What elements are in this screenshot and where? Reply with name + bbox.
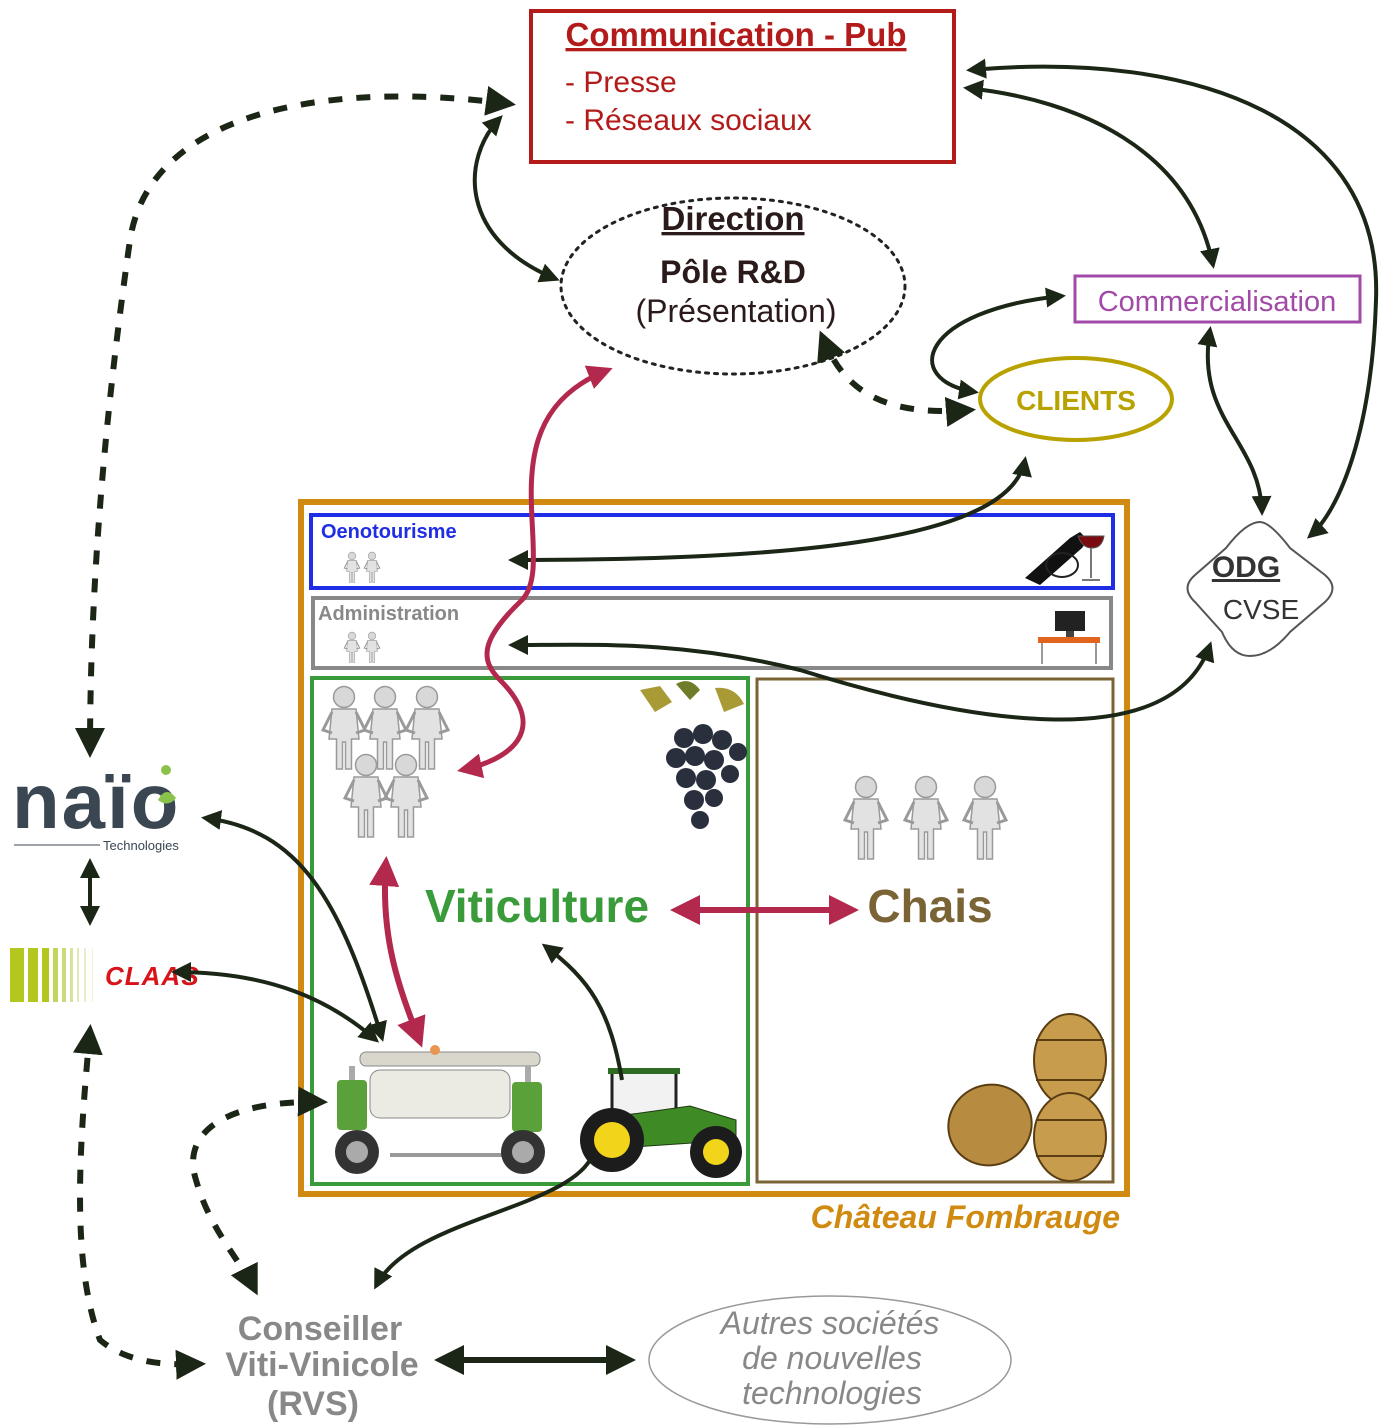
administration-box[interactable]: Administration (311, 596, 1113, 670)
clients-label: CLIENTS (1016, 385, 1136, 416)
chais-label: Chais (867, 880, 992, 932)
arrow-tractor-viticulture (541, 943, 624, 1081)
naio-subtitle: Technologies (103, 838, 179, 853)
arrow-commercialisation-odg (1197, 326, 1272, 516)
odg-node[interactable]: ODG CVSE (1186, 520, 1334, 658)
arrow-robot-conseiller-dashed (190, 1086, 328, 1296)
naio-logo-text: naïo (12, 757, 180, 845)
clients-node[interactable]: CLIENTS (978, 356, 1174, 442)
odg-subtitle: CVSE (1223, 594, 1299, 625)
arrow-clients-direction-dashed (817, 330, 976, 427)
communication-title: Communication - Pub (566, 16, 907, 53)
direction-title: Direction (661, 200, 804, 237)
direction-node[interactable]: Direction Pôle R&D (Présentation) (559, 196, 907, 376)
conseiller-line: Conseiller (238, 1310, 402, 1348)
communication-item: - Réseaux sociaux (565, 104, 812, 137)
chais-box[interactable]: Chais (755, 677, 1115, 1184)
direction-subtitle: Pôle R&D (660, 254, 806, 290)
administration-label: Administration (318, 603, 459, 625)
commercialisation-label: Commercialisation (1098, 286, 1337, 318)
arrow-claas-conseiller-dashed (72, 1024, 206, 1380)
commercialisation-box[interactable]: Commercialisation (1073, 274, 1362, 324)
direction-note: (Présentation) (636, 293, 837, 329)
arrow-communication-commercialisation (963, 79, 1220, 269)
arrow-tractor-conseiller (374, 1158, 592, 1290)
conseiller-line: (RVS) (267, 1385, 359, 1423)
tractor-icon (580, 1068, 742, 1178)
conseiller-line: Viti-Vinicole (225, 1346, 418, 1384)
arrow-clients-oenotourisme (508, 456, 1032, 570)
odg-title: ODG (1212, 551, 1280, 584)
autres-line: technologies (742, 1375, 922, 1411)
grapes-icon (640, 681, 747, 829)
robot-icon (335, 1045, 545, 1174)
connection-arrows (72, 58, 1379, 1380)
autres-line: de nouvelles (742, 1340, 922, 1376)
communication-box[interactable]: Communication - Pub - Presse - Réseaux s… (529, 9, 956, 164)
naio-logo[interactable]: naïo Technologies (12, 757, 180, 853)
wine-bottle-icon (1025, 532, 1105, 585)
communication-item: - Presse (565, 66, 677, 99)
barrels-icon (947, 1013, 1107, 1182)
autres-node[interactable]: Autres sociétés de nouvelles technologie… (648, 1295, 1012, 1425)
arrow-claas-robot (171, 962, 380, 1043)
claas-logo[interactable]: CLAAS (10, 948, 200, 1002)
viticulture-label: Viticulture (425, 880, 649, 932)
arrow-communication-odg (966, 58, 1379, 539)
oenotourisme-box[interactable]: Oenotourisme (309, 513, 1115, 590)
arrow-people-robot-red (369, 856, 426, 1048)
conseiller-node[interactable]: Conseiller Viti-Vinicole (RVS) (225, 1310, 418, 1423)
autres-line: Autres sociétés (719, 1305, 940, 1341)
arrow-direction-viticulture-red (457, 365, 613, 779)
viticulture-box[interactable]: Viticulture (310, 676, 750, 1186)
oenotourisme-label: Oenotourisme (321, 521, 457, 543)
chateau-label: Château Fombrauge (811, 1199, 1120, 1235)
claas-logo-text: CLAAS (105, 961, 200, 991)
